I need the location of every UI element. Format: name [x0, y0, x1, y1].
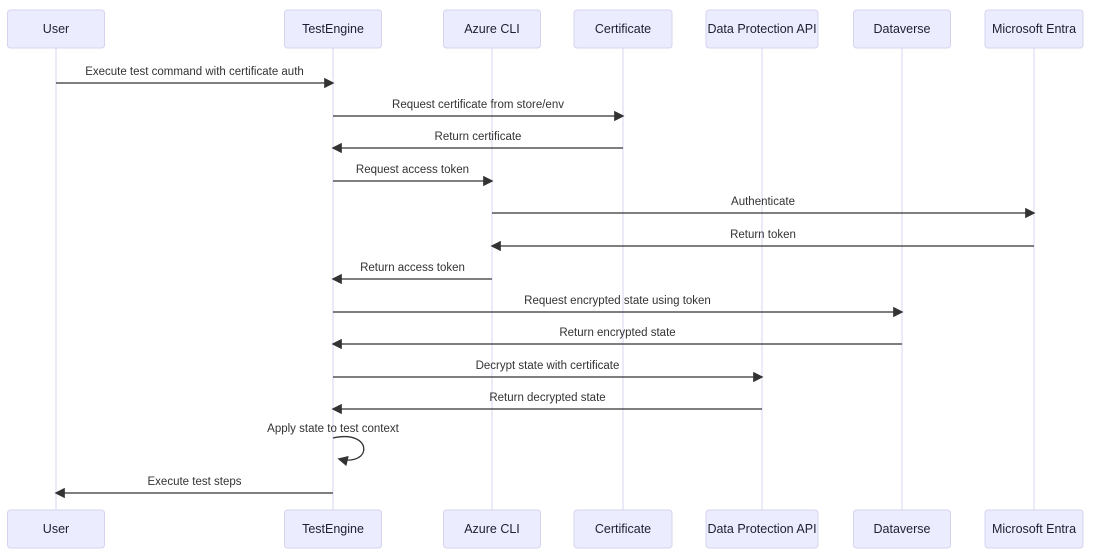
message-12: Execute test steps — [54, 476, 333, 499]
participant-label: TestEngine — [302, 22, 364, 36]
participant-box — [284, 509, 382, 549]
participant-label: Microsoft Entra — [992, 22, 1076, 36]
message-label: Apply state to test context — [267, 423, 399, 435]
message-9: Decrypt state with certificate — [333, 360, 764, 383]
participant-azure-cli-top: Azure CLI — [443, 9, 541, 49]
participant-microsoft-entra-bottom: Microsoft Entra — [984, 509, 1084, 549]
message-label: Return token — [730, 229, 796, 241]
participant-label: Microsoft Entra — [992, 522, 1076, 536]
participant-testengine-top: TestEngine — [284, 9, 382, 49]
participant-box — [7, 9, 105, 49]
message-label: Execute test steps — [148, 476, 242, 488]
message-10: Return decrypted state — [331, 392, 762, 415]
self-message-arrow — [332, 435, 365, 467]
participant-label: Dataverse — [874, 22, 931, 36]
participant-box — [853, 9, 951, 49]
participant-label: Dataverse — [874, 522, 931, 536]
message-1: Request certificate from store/env — [333, 99, 625, 122]
participant-user-top: User — [7, 9, 105, 49]
participant-box — [573, 9, 673, 49]
message-3: Request access token — [333, 164, 494, 187]
message-4: Authenticate — [492, 196, 1036, 219]
message-label: Request encrypted state using token — [524, 295, 711, 307]
participant-dataverse-top: Dataverse — [853, 9, 951, 49]
participant-label: Certificate — [595, 22, 651, 36]
participant-box — [284, 9, 382, 49]
message-label: Return certificate — [435, 131, 522, 143]
participant-box — [443, 9, 541, 49]
message-label: Decrypt state with certificate — [476, 360, 620, 372]
message-label: Return decrypted state — [489, 392, 605, 404]
participant-box — [7, 509, 105, 549]
message-11: Apply state to test context — [267, 423, 400, 467]
message-label: Request certificate from store/env — [392, 99, 564, 111]
participant-data-protection-api-top: Data Protection API — [705, 9, 819, 49]
participant-box — [984, 509, 1084, 549]
participant-testengine-bottom: TestEngine — [284, 509, 382, 549]
participant-label: User — [43, 522, 69, 536]
participant-box — [984, 9, 1084, 49]
participant-box — [443, 509, 541, 549]
participant-box — [705, 9, 819, 49]
participant-label: Azure CLI — [464, 22, 520, 36]
participant-label: Certificate — [595, 522, 651, 536]
message-5: Return token — [490, 229, 1034, 252]
participant-dataverse-bottom: Dataverse — [853, 509, 951, 549]
participant-label: Data Protection API — [707, 522, 816, 536]
participant-label: Data Protection API — [707, 22, 816, 36]
participant-box — [853, 509, 951, 549]
participant-label: User — [43, 22, 69, 36]
message-label: Execute test command with certificate au… — [85, 66, 304, 78]
participant-microsoft-entra-top: Microsoft Entra — [984, 9, 1084, 49]
message-8: Return encrypted state — [331, 327, 902, 350]
participant-label: TestEngine — [302, 522, 364, 536]
participant-box — [573, 509, 673, 549]
message-6: Return access token — [331, 262, 492, 285]
message-label: Return encrypted state — [559, 327, 675, 339]
participant-certificate-top: Certificate — [573, 9, 673, 49]
message-label: Request access token — [356, 164, 469, 176]
participant-data-protection-api-bottom: Data Protection API — [705, 509, 819, 549]
message-0: Execute test command with certificate au… — [56, 66, 335, 89]
message-label: Authenticate — [731, 196, 795, 208]
message-label: Return access token — [360, 262, 465, 274]
participant-certificate-bottom: Certificate — [573, 509, 673, 549]
participant-azure-cli-bottom: Azure CLI — [443, 509, 541, 549]
participant-label: Azure CLI — [464, 522, 520, 536]
participant-user-bottom: User — [7, 509, 105, 549]
message-7: Request encrypted state using token — [333, 295, 904, 318]
participant-box — [705, 509, 819, 549]
message-2: Return certificate — [331, 131, 623, 154]
